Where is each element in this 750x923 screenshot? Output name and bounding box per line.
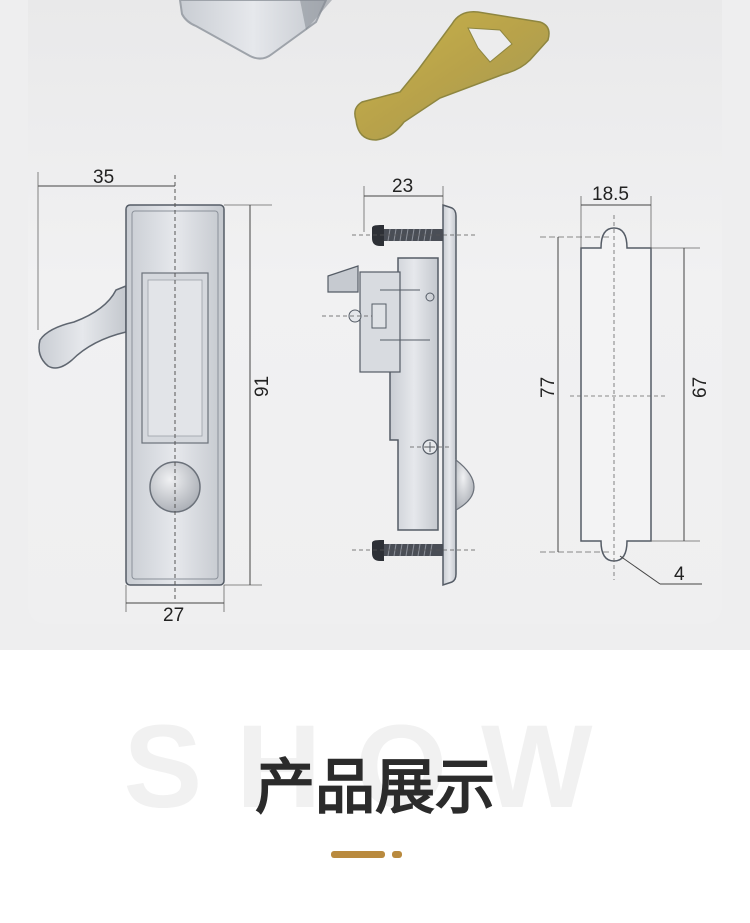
front-view: 35 91 27 (37, 167, 273, 626)
dim-35-label: 35 (93, 167, 114, 188)
accent-bar (331, 851, 385, 858)
dim-4-label: 4 (674, 564, 685, 585)
dim-23-label: 23 (392, 176, 413, 197)
dim-77-label: 77 (538, 377, 559, 398)
dim-27-label: 27 (163, 605, 184, 626)
product-photo (178, 0, 550, 141)
dim-18-5-label: 18.5 (592, 184, 629, 205)
accent-dot (392, 851, 402, 858)
cutout-view: 18.5 77 67 4 (538, 184, 711, 585)
section-title: 产品展示 (255, 753, 495, 823)
dim-91-label: 91 (252, 376, 273, 397)
technical-drawing: 35 91 27 (37, 0, 711, 626)
show-watermark: SHOW (123, 701, 627, 833)
side-view: 23 (322, 176, 478, 587)
dim-67-label: 67 (690, 377, 711, 398)
